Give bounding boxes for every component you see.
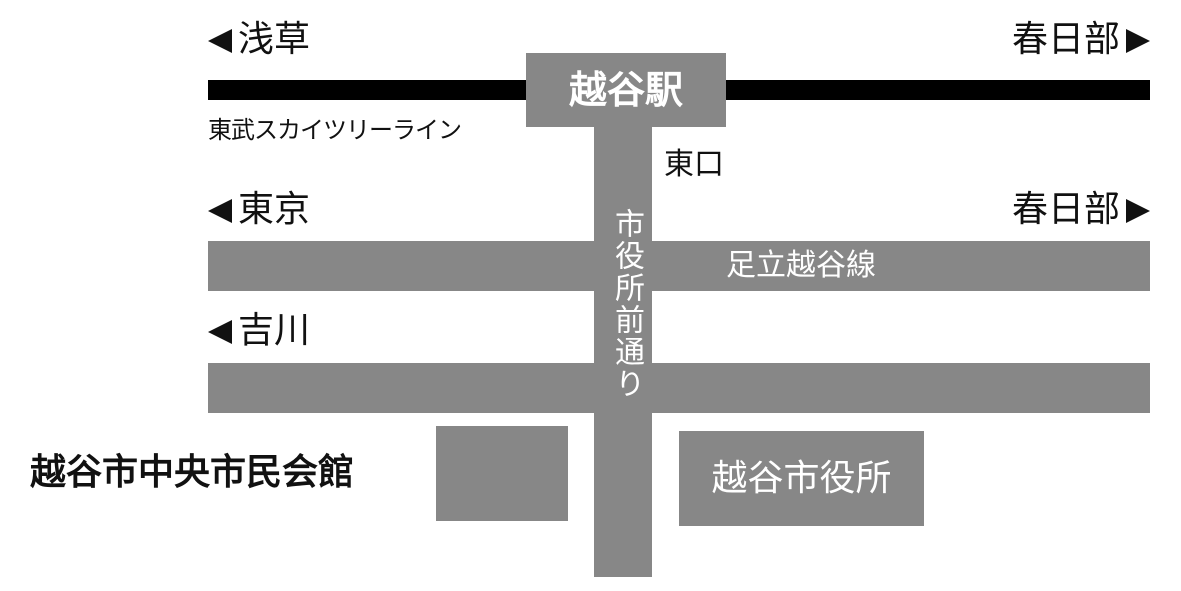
arrow-right-icon bbox=[1126, 199, 1150, 223]
civic-hall-block bbox=[436, 426, 568, 521]
rail-left-label: 浅草 bbox=[238, 19, 311, 60]
rail-right-label: 春日部 bbox=[1011, 19, 1120, 60]
arrow-left-icon bbox=[208, 29, 232, 53]
road2-left-direction: 吉川 bbox=[208, 313, 310, 349]
city-hall-block bbox=[679, 431, 924, 526]
arrow-left-icon bbox=[208, 199, 232, 223]
station-name: 越谷駅 bbox=[568, 68, 683, 112]
station-block bbox=[526, 53, 726, 127]
rail-left-direction: 浅草 bbox=[208, 22, 310, 58]
city-hall-label: 越谷市役所 bbox=[711, 458, 892, 499]
road1-left-direction: 東京 bbox=[208, 192, 310, 228]
rail-line-name: 東武スカイツリーライン bbox=[208, 116, 462, 144]
arrow-right-icon bbox=[1126, 29, 1150, 53]
station-exit-label: 東口 bbox=[664, 147, 724, 182]
road1-right-direction: 春日部 bbox=[1012, 192, 1150, 228]
road-yoshikawa bbox=[208, 363, 1150, 413]
arrow-left-icon bbox=[208, 320, 232, 344]
rail-right-direction: 春日部 bbox=[1012, 22, 1150, 58]
road-shiyakusho-mae bbox=[594, 100, 652, 577]
road-adachi-koshigaya bbox=[208, 241, 1150, 291]
road1-right-label: 春日部 bbox=[1011, 189, 1120, 230]
road2-left-label: 吉川 bbox=[238, 310, 311, 351]
road1-name: 足立越谷線 bbox=[726, 248, 876, 283]
vertical-road-name: 市役所前通り bbox=[609, 208, 644, 400]
civic-hall-label: 越谷市中央市民会館 bbox=[30, 452, 355, 493]
road1-left-label: 東京 bbox=[238, 189, 311, 230]
